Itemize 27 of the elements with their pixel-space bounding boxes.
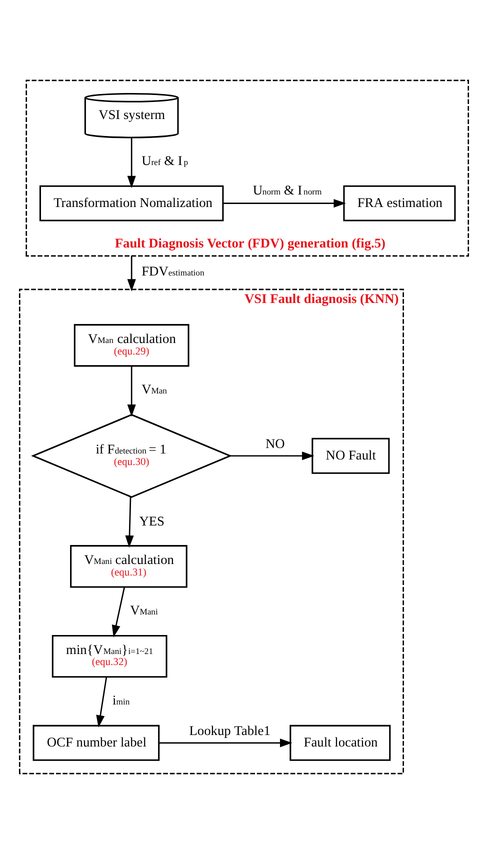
node-box: VMan calculation (equ.29) — [74, 324, 190, 366]
node-box: NO Fault — [312, 437, 390, 474]
arrow — [127, 136, 136, 188]
node-box: OCF number label — [32, 724, 160, 760]
node-diamond: if Fdetection = 1 (equ.30) — [31, 413, 232, 498]
edge-label: Lookup Table1 — [189, 722, 270, 738]
edge-label: Unorm & Inorm — [252, 182, 322, 197]
node-box: min{VMani}i=1~21 (equ.32) — [52, 634, 168, 678]
edge-label: VMani — [130, 602, 158, 617]
arrow — [223, 198, 346, 208]
arrow — [127, 255, 136, 291]
node-box: Fault location — [290, 724, 391, 760]
node-box: Transformation Nomalization — [39, 184, 224, 221]
arrow — [96, 676, 108, 728]
edge-label: VMan — [142, 380, 167, 396]
edge-label: NO — [266, 435, 285, 450]
arrow — [230, 451, 314, 460]
node-box: VMani calculation (equ.31) — [70, 544, 188, 588]
node-box: FRA estimation — [343, 184, 456, 221]
edge-label: Uref & Ip — [142, 152, 188, 168]
edge-label: FDVestimation — [142, 263, 204, 278]
arrow — [125, 496, 134, 548]
edge-label: YES — [139, 512, 165, 528]
arrow — [127, 366, 136, 416]
arrow — [112, 586, 126, 637]
arrow — [159, 738, 292, 747]
edge-label: imin — [112, 692, 130, 707]
